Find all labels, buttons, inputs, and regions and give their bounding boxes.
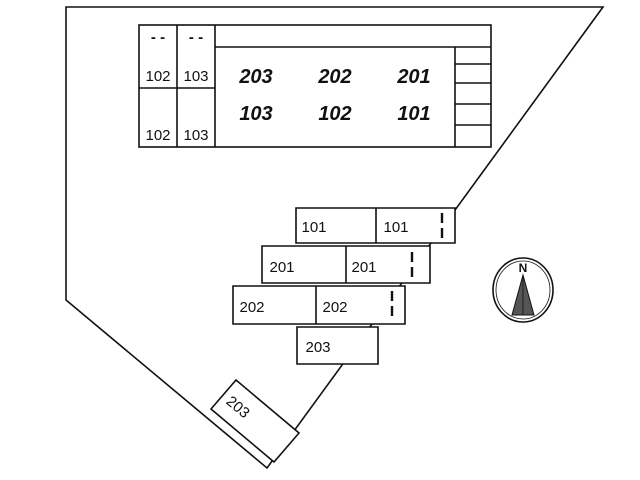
space-row4 bbox=[296, 326, 379, 365]
site-boundary bbox=[65, 6, 605, 470]
space-label-row3-right: 202 bbox=[322, 299, 347, 316]
space-label-row2-left: 201 bbox=[269, 259, 294, 276]
unit-label-103: 103 bbox=[239, 103, 272, 125]
space-label-row2-right: 201 bbox=[351, 259, 376, 276]
unit-label-203: 203 bbox=[238, 66, 272, 88]
space-row3 bbox=[232, 285, 406, 325]
compass-north-label: N bbox=[519, 261, 528, 275]
building-top-outline bbox=[138, 24, 492, 148]
dash-label-right: - - bbox=[189, 29, 203, 46]
lot-label-lower-right: 103 bbox=[183, 127, 208, 144]
unit-label-202: 202 bbox=[317, 66, 351, 88]
space-label-row3-left: 202 bbox=[239, 299, 264, 316]
space-label-row4: 203 bbox=[305, 339, 330, 356]
lot-label-upper-right: 103 bbox=[183, 68, 208, 85]
space-label-row1-left: 101 bbox=[301, 219, 326, 236]
unit-label-102: 102 bbox=[318, 103, 351, 125]
unit-label-201: 201 bbox=[396, 66, 430, 88]
lot-label-lower-left: 102 bbox=[145, 127, 170, 144]
north-compass: N bbox=[492, 257, 554, 323]
lot-label-upper-left: 102 bbox=[145, 68, 170, 85]
space-angled bbox=[209, 378, 301, 464]
compass-ring-inner bbox=[495, 260, 551, 320]
lower-spaces bbox=[209, 207, 456, 464]
stall-marks bbox=[390, 213, 444, 316]
space-label-row1-right: 101 bbox=[383, 219, 408, 236]
dash-label-left: - - bbox=[151, 29, 165, 46]
building-top bbox=[138, 24, 492, 148]
unit-label-101: 101 bbox=[397, 103, 430, 125]
